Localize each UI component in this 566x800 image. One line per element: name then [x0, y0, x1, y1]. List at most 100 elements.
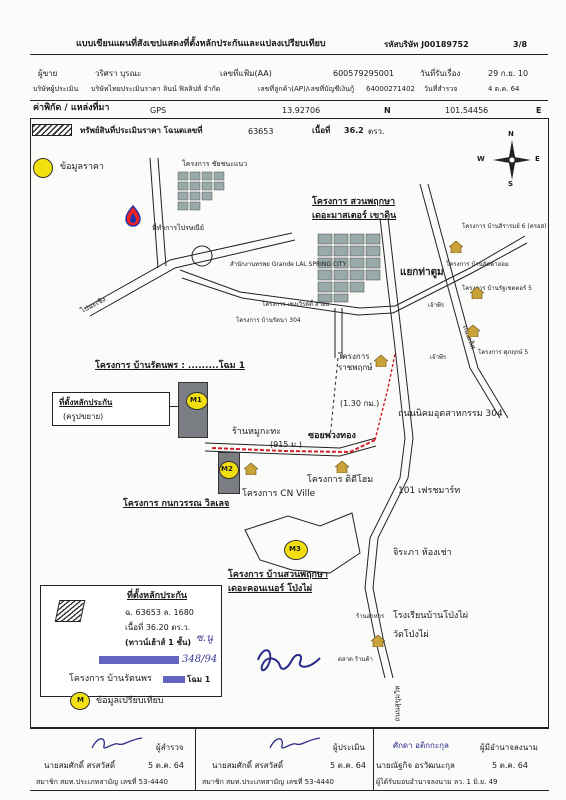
receive-label: วันที่รับเรื่อง	[420, 69, 461, 78]
marker-m1-label: M1	[190, 396, 202, 404]
compass-w: W	[477, 155, 485, 163]
house-icon	[334, 458, 350, 474]
road-304-small-label: โครงการ บ้านรัตนา 304	[236, 317, 301, 324]
inset-title: ที่ตั้งหลักประกัน	[127, 591, 188, 601]
collateral-label-box: ที่ตั้งหลักประกัน (ครูปขยาย)	[52, 392, 170, 426]
collateral-block	[178, 382, 208, 438]
map-frame	[30, 118, 549, 728]
distance-915: (915 ม.)	[270, 440, 302, 449]
inset-area: เนื้อที่ 36.20 ตร.ว.	[125, 623, 191, 632]
survey-date: 4 ต.ค. 64	[488, 85, 520, 93]
footer-col3-name: นายณัฐกิจ อรวัฒนะกุล	[376, 761, 455, 770]
inset-building: (ทาวน์เฮ้าส์ 1 ชั้น)	[125, 638, 192, 647]
marker-m3-label: M3	[289, 545, 301, 553]
shop-label: ร้านหมูกะทะ	[232, 427, 281, 437]
signature-icon	[248, 640, 328, 680]
ptt-logo-icon	[124, 204, 142, 227]
footer-col2-date: 5 ต.ค. 64	[330, 761, 366, 770]
inset-hatch-swatch	[54, 600, 86, 622]
soi-label: ซอยพวงทอง	[308, 431, 356, 441]
client-label: ผู้ขาย	[38, 69, 58, 78]
grande-label: สำนักงานทรพย Grande LAL SPRING CITY	[230, 261, 347, 268]
redaction-bar	[163, 676, 185, 683]
footer-col2-role: ผู้ประเมิน	[333, 743, 365, 752]
gps-source: GPS	[150, 106, 167, 115]
sawan-project-grid	[316, 232, 382, 304]
marker-m3	[284, 540, 308, 560]
marker-m2	[219, 461, 239, 479]
latitude-n: N	[384, 106, 391, 115]
property-label: ทรัพย์สินที่ประเมินราคา โฉนดเลขที่	[80, 126, 203, 135]
redaction-bar	[99, 656, 179, 664]
company-name: บริษัทไทยประเมินราคา ลินน์ ฟิลลิปส์ จำกั…	[91, 85, 221, 93]
header: แบบเขียนแผนที่สังเขปแสดงที่ตั้งหลักประกั…	[28, 34, 548, 54]
lake-label: เจ้าพีร	[428, 302, 445, 309]
coord-label: ค่าพิกัด / แหล่งที่มา	[33, 103, 110, 113]
area-value: 36.2	[344, 126, 364, 135]
form-title: แบบเขียนแผนที่สังเขปแสดงที่ตั้งหลักประกั…	[76, 39, 326, 49]
road-bottom-label: ถนนสุขุมวิท	[393, 685, 402, 722]
latitude: 13.92706	[282, 106, 321, 115]
compass-icon	[482, 131, 542, 189]
right-project-2: โครงการ บ้านลัดดาฮอม	[446, 261, 509, 268]
house-icon	[448, 238, 464, 254]
house-icon	[469, 284, 485, 300]
tidi-project: โครงการ ติดีโฮม	[307, 475, 374, 485]
sawan-project-title-1: โครงการ สวนพฤกษา	[312, 197, 396, 207]
customer-label: เลขที่ลูกค้า(AP)/เลขที่บัญชีเงินกู้	[258, 85, 355, 93]
junction-label: แยกท่าตูม	[400, 267, 444, 278]
footer-col1-role: ผู้สำรวจ	[156, 743, 184, 752]
footer-col1-date: 5 ต.ค. 64	[148, 761, 184, 770]
project-top-label: โครงการ ชัยชนะแนว	[182, 160, 248, 168]
kanok-project: โครงการ กนกวรรณ วิลเลจ	[123, 499, 230, 509]
compass-s: S	[508, 180, 514, 188]
footer-sig3-name: ศักดา อติกกะกุล	[393, 741, 449, 750]
handwriting-1: ซ.นู	[196, 633, 213, 644]
sawan-project-title-2: เดอะมาสเตอร์ เขาดิน	[312, 211, 397, 221]
property-hatch-swatch	[32, 124, 72, 136]
jirapa-label: จิระภา ห้องเช่า	[393, 548, 452, 558]
temple-label: วัดโป่งไผ่	[393, 630, 429, 640]
longitude-e: E	[536, 106, 542, 115]
file-number: 600579295001	[333, 69, 395, 78]
footer-member-3: ผู้ได้รับมอบอำนาจลงนาม ลว. 1 มิ.ย. 49	[376, 778, 498, 786]
collateral-sub: (ครูปขยาย)	[63, 412, 104, 421]
footer-col3-role: ผู้มีอำนาจลงนาม	[480, 743, 538, 752]
company-label: บริษัทผู้ประเมิน	[33, 85, 79, 93]
customer-number: 64000271402	[366, 85, 415, 93]
ratchapruk-2: ราชพฤกษ์	[338, 363, 373, 372]
compare-marker-label: M	[77, 696, 84, 704]
marker-m2-label: M2	[221, 465, 233, 473]
project-main-title: โครงการ บ้านรัตนพร : .........โฉม 1	[95, 361, 245, 371]
main-road-label: ถนนนิคมอุตสาหกรรม 304	[398, 409, 503, 419]
sawan-cond-title-2: เดอะคอนเนอร์ โป่งไผ่	[228, 584, 313, 594]
right-project-1: โครงการ บ้านสิรารมย์ 6 (ครอส)	[462, 223, 547, 230]
compare-label: ข้อมูลเปรียบเทียบ	[96, 696, 164, 706]
longitude: 101.54456	[445, 106, 489, 115]
client-name: วริศรา บุรณะ	[95, 69, 142, 78]
right-project-4: โครงการ ศุภฤกษ์ 5	[478, 349, 529, 356]
map-roads	[84, 157, 528, 679]
inset-project: โครงการ บ้านรัตนพร	[69, 674, 152, 684]
house-icon	[373, 352, 389, 368]
sawan-cond-title-1: โครงการ บ้านสวนพฤกษา	[228, 570, 328, 580]
inset-project-tail: โฉม 1	[187, 675, 211, 684]
footer-member-2: สมาชิก สมท.ประเภทสามัญ เลขที่ 53-4440	[202, 778, 334, 786]
footer-col1-name: นายสมศักดิ์ สรสวัสดิ์	[44, 761, 116, 770]
file-label: เลขที่แฟ้ม(AA)	[220, 69, 272, 78]
school-label: โรงเรียนบ้านโป่งไผ่	[393, 611, 469, 621]
signature-icon	[88, 732, 148, 754]
area-label: เนื้อที่	[312, 126, 331, 135]
page-number: 3/8	[513, 40, 528, 49]
deed-number: 63653	[248, 127, 274, 136]
reference-id: รหัสบริษัท J00189752	[384, 40, 469, 49]
house-icon	[243, 460, 259, 476]
house-icon	[370, 632, 386, 648]
signature-icon	[266, 732, 326, 754]
footer-col2-name: นายสมศักดิ์ สรสวัสดิ์	[212, 761, 284, 770]
project-grid-top-left	[176, 170, 236, 214]
right-project-3: โครงการ บ้านรัฐเชตคอร์ 5	[462, 285, 532, 292]
collateral-label: ที่ตั้งหลักประกัน	[59, 398, 113, 407]
cheng-label: โครงการ เชงเวิรด์ดี้ ล่าอย	[262, 301, 330, 308]
price-marker-icon	[33, 158, 53, 178]
